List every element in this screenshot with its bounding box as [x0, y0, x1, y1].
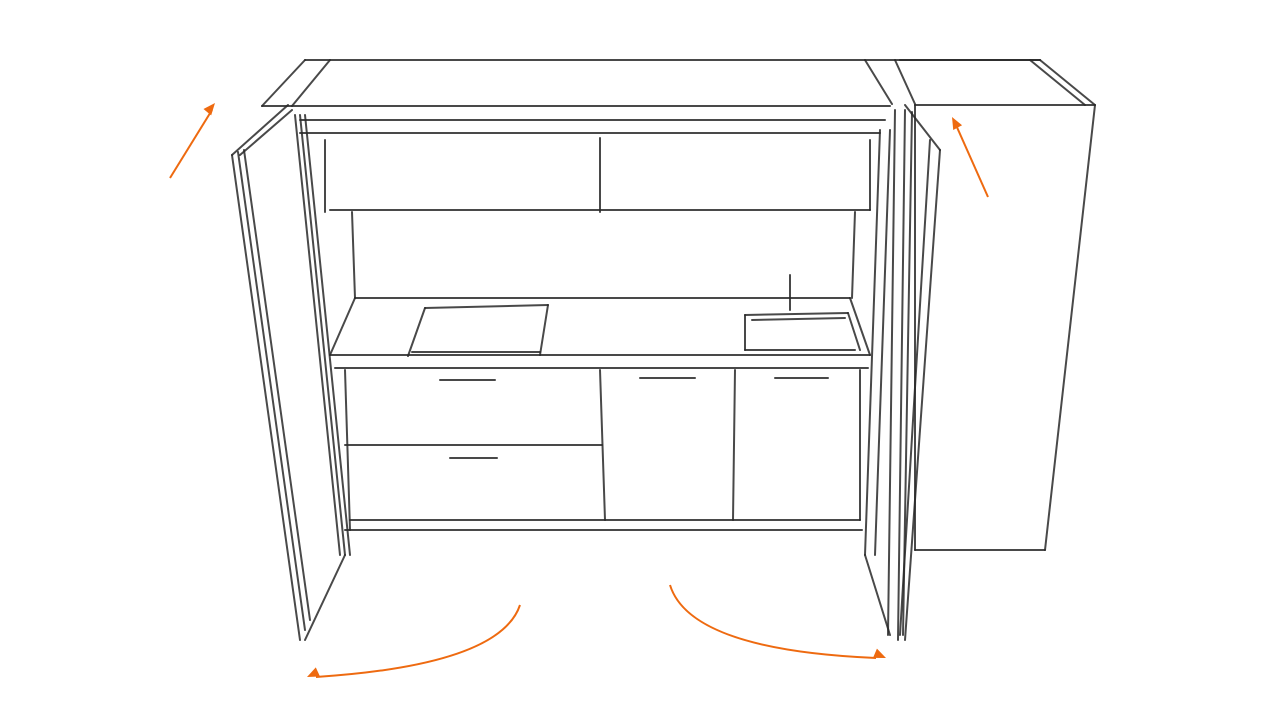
side-cabinet-line: [1029, 59, 1086, 106]
sink: [744, 312, 861, 351]
upper-cabinets: [324, 137, 871, 299]
side-cabinet-line: [1044, 104, 1096, 551]
left-folding-door-line: [239, 109, 293, 156]
left-folding-door: [231, 104, 351, 641]
cooktop-line: [424, 304, 549, 309]
upper-cabinets-line: [851, 211, 856, 299]
left-folding-door-line: [237, 151, 306, 631]
right-folding-door-line: [864, 554, 891, 636]
countertop-line: [329, 297, 356, 356]
right-folding-door-line: [874, 129, 891, 556]
sink-line: [751, 317, 846, 321]
motion-arrows: [169, 103, 989, 678]
left-folding-door-line: [299, 114, 346, 556]
cabinet-top-line: [261, 59, 306, 107]
lower-cabinets-line: [599, 369, 606, 521]
sketch-lines: [231, 59, 1096, 641]
side-cabinet-line: [1039, 59, 1096, 106]
left-folding-door-line: [304, 114, 351, 556]
lower-cabinets: [344, 369, 863, 531]
sink-line: [847, 312, 861, 351]
right-folding-door-line: [904, 149, 941, 641]
arrow-swing-right-icon: [669, 584, 886, 659]
sink-line: [744, 312, 849, 316]
arrow-swing-left-icon: [307, 604, 521, 678]
left-folding-door-line: [294, 114, 341, 556]
arrow-up-right-icon: [952, 117, 989, 198]
left-folding-door-line: [304, 554, 346, 641]
cooktop-line: [539, 304, 549, 356]
lower-cabinets-line: [344, 369, 351, 531]
drawer-handles: [439, 377, 829, 459]
left-folding-door-line: [243, 149, 311, 621]
left-folding-door-line: [231, 154, 301, 641]
countertop-line: [849, 297, 871, 356]
right-folding-door-line: [864, 129, 881, 556]
countertop: [329, 297, 871, 369]
lower-cabinets-line: [732, 369, 736, 521]
right-folding-door: [864, 104, 941, 641]
side-cabinet: [899, 59, 1096, 551]
cabinet-top-line: [291, 59, 331, 107]
cooktop: [407, 304, 549, 357]
cabinet-top-line: [864, 59, 893, 105]
left-folding-door-line: [231, 104, 289, 156]
cabinet-top: [261, 59, 1041, 134]
cooktop-line: [407, 307, 426, 357]
right-folding-door-line: [904, 104, 941, 151]
right-folding-door-line: [887, 109, 896, 636]
upper-cabinets-line: [351, 211, 356, 299]
arrow-up-left-icon: [169, 103, 215, 179]
right-folding-door-line: [897, 109, 906, 641]
cabinet-top-line: [894, 59, 916, 105]
